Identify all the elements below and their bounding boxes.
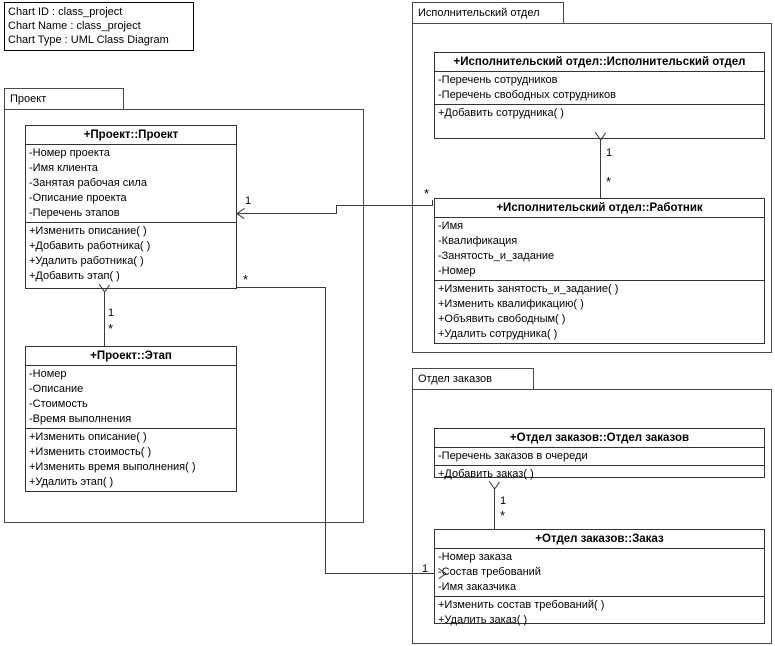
operation-row: +Удалить сотрудника( ) [438,328,558,340]
assoc-project-order-seg-h1 [237,287,326,288]
attribute-row: -Состав требований [438,566,541,578]
class-box-order[interactable]: +Отдел заказов::Заказ -Номер заказа -Сос… [434,529,765,626]
class-operations-stage: +Изменить описание( ) +Изменить стоимост… [26,429,236,491]
attribute-row: -Номер проекта [29,147,110,159]
package-project: Проект [4,88,364,523]
operation-row: +Изменить занятость_и_задание( ) [438,283,619,295]
assoc-order-ordersdept-mult-star: * [500,508,506,523]
operation-row: +Удалить работника( ) [29,255,144,267]
operation-row: +Добавить сотрудника( ) [438,107,564,119]
chart-info-box: Chart ID : class_project Chart Name : cl… [4,2,194,51]
attribute-row: -Занятая рабочая сила [29,177,147,189]
class-operations-exec-dept: +Добавить сотрудника( ) [435,105,764,122]
assoc-worker-execdept-mult-star: * [606,174,612,189]
package-orders-dept-body [412,389,772,644]
class-box-project[interactable]: +Проект::Проект -Номер проекта -Имя клие… [25,125,237,289]
assoc-worker-project-seg-v2 [336,205,337,214]
attribute-row: -Занятость_и_задание [438,250,555,262]
class-name-order: +Отдел заказов::Заказ [435,530,764,549]
package-exec-dept: Исполнительский отдел [412,2,772,353]
operation-row: +Изменить время выполнения( ) [29,461,196,473]
package-exec-dept-tab: Исполнительский отдел [412,2,564,24]
attribute-row: -Номер [29,368,67,380]
class-attributes-project: -Номер проекта -Имя клиента -Занятая раб… [26,145,236,223]
attribute-row: -Квалификация [438,235,518,247]
class-name-project: +Проект::Проект [26,126,236,145]
attribute-row: -Номер заказа [438,551,512,563]
class-attributes-order: -Номер заказа -Состав требований -Имя за… [435,549,764,597]
operation-row: +Добавить работника( ) [29,240,151,252]
assoc-worker-execdept-line [600,140,601,198]
attribute-row: -Перечень заказов в очереди [438,450,588,462]
attribute-row: -Перечень свободных сотрудников [438,89,616,101]
attribute-row: -Стоимость [29,398,88,410]
assoc-stage-project-line [104,292,105,346]
class-name-worker: +Исполнительский отдел::Работник [435,199,764,218]
class-operations-orders-dept: +Добавить заказ( ) [435,466,764,483]
operation-row: +Удалить заказ( ) [438,614,528,626]
assoc-project-order-mult-star: * [243,272,249,287]
assoc-worker-project-seg-h2 [237,213,337,214]
class-attributes-stage: -Номер -Описание -Стоимость -Время выпол… [26,366,236,429]
operation-row: +Изменить квалификацию( ) [438,298,584,310]
assoc-order-ordersdept-mult-1: 1 [500,495,507,507]
class-box-orders-dept[interactable]: +Отдел заказов::Отдел заказов -Перечень … [434,428,765,480]
assoc-worker-execdept-mult-1: 1 [606,147,613,159]
attribute-row: -Описание [29,383,84,395]
assoc-order-ordersdept-line [494,489,495,529]
operation-row: +Добавить этап( ) [29,270,120,282]
operation-row: +Добавить заказ( ) [438,468,534,480]
class-attributes-worker: -Имя -Квалификация -Занятость_и_задание … [435,218,764,281]
package-project-body [4,109,364,523]
attribute-row: -Время выполнения [29,413,132,425]
class-name-exec-dept: +Исполнительский отдел::Исполнительский … [435,53,764,72]
operation-row: +Изменить описание( ) [29,225,147,237]
class-operations-worker: +Изменить занятость_и_задание( ) +Измени… [435,281,764,343]
class-box-worker[interactable]: +Исполнительский отдел::Работник -Имя -К… [434,198,765,344]
operation-row: +Изменить стоимость( ) [29,446,152,458]
assoc-project-order-seg-v1 [325,287,326,574]
package-project-tab: Проект [4,88,124,110]
attribute-row: -Перечень этапов [29,207,120,219]
assoc-worker-project-seg-v1 [432,200,433,206]
assoc-project-order-seg-h2 [325,573,437,574]
operation-row: +Объявить свободным( ) [438,313,566,325]
package-orders-dept-tab: Отдел заказов [412,368,534,390]
chart-id-line: Chart ID : class_project [8,6,123,18]
class-name-stage: +Проект::Этап [26,347,236,366]
assoc-worker-project-mult-1: 1 [245,195,252,207]
assoc-worker-project-mult-star: * [424,186,430,201]
attribute-row: -Имя клиента [29,162,98,174]
attribute-row: -Описание проекта [29,192,127,204]
attribute-row: -Имя [438,220,464,232]
package-orders-dept: Отдел заказов [412,368,772,644]
operation-row: +Изменить состав требований( ) [438,599,605,611]
assoc-stage-project-mult-1: 1 [108,307,115,319]
class-operations-project: +Изменить описание( ) +Добавить работник… [26,223,236,285]
assoc-worker-project-seg-h1 [336,205,433,206]
chart-type-line: Chart Type : UML Class Diagram [8,34,169,46]
class-box-exec-dept[interactable]: +Исполнительский отдел::Исполнительский … [434,52,765,139]
class-name-orders-dept: +Отдел заказов::Отдел заказов [435,429,764,448]
chart-name-line: Chart Name : class_project [8,20,141,32]
attribute-row: -Перечень сотрудников [438,74,558,86]
package-exec-dept-body [412,23,772,353]
attribute-row: -Имя заказчика [438,581,517,593]
operation-row: +Удалить этап( ) [29,476,114,488]
class-box-stage[interactable]: +Проект::Этап -Номер -Описание -Стоимост… [25,346,237,492]
attribute-row: -Номер [438,265,476,277]
assoc-project-order-mult-1: 1 [422,563,429,575]
class-attributes-exec-dept: -Перечень сотрудников -Перечень свободны… [435,72,764,105]
class-attributes-orders-dept: -Перечень заказов в очереди [435,448,764,466]
class-operations-order: +Изменить состав требований( ) +Удалить … [435,597,764,629]
assoc-stage-project-mult-star: * [108,321,114,336]
operation-row: +Изменить описание( ) [29,431,147,443]
